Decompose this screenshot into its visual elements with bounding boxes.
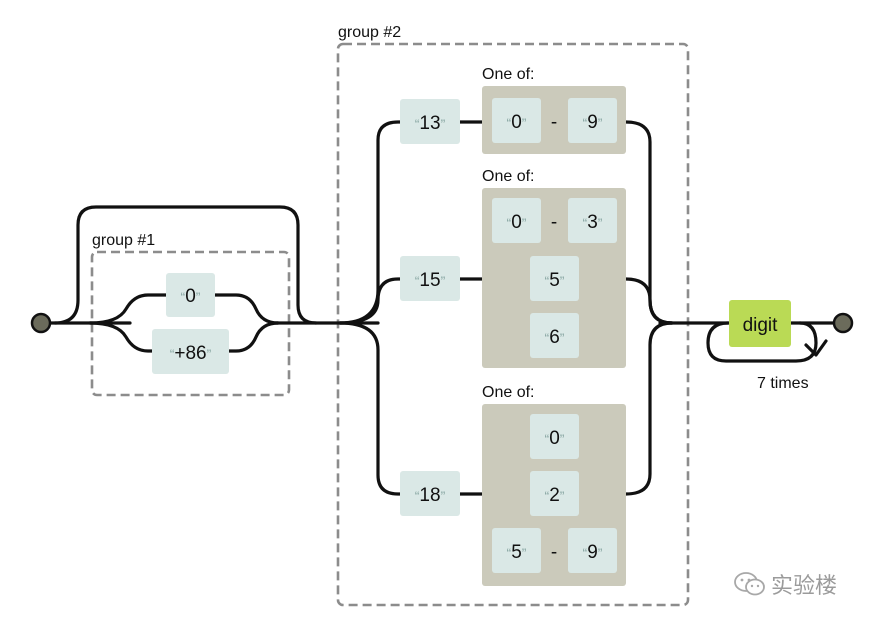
svg-text:“5”: “5”	[545, 270, 565, 291]
one-of-label-1: One of:	[482, 66, 534, 83]
digit-terminal: digit	[729, 300, 791, 347]
svg-text:“5”: “5”	[507, 542, 527, 563]
char-class-3: “0” “2” “5” - “9”	[482, 404, 626, 586]
prefix-15: “15”	[400, 256, 460, 301]
svg-text:“3”: “3”	[583, 212, 603, 233]
svg-text:“2”: “2”	[545, 485, 565, 506]
svg-text:digit: digit	[743, 315, 779, 336]
wechat-icon	[734, 572, 765, 596]
one-of-label-3: One of:	[482, 384, 534, 401]
svg-text:“0”: “0”	[507, 112, 527, 133]
svg-text:“9”: “9”	[583, 112, 603, 133]
wires	[38, 120, 844, 496]
svg-text:“0”: “0”	[545, 428, 565, 449]
prefix-13: “13”	[400, 99, 460, 144]
svg-text:“15”: “15”	[415, 270, 446, 291]
svg-text:“0”: “0”	[507, 212, 527, 233]
one-of-label-2: One of:	[482, 168, 534, 185]
char-class-2: “0” - “3” “5” “6”	[482, 188, 626, 368]
svg-text:-: -	[551, 112, 557, 133]
svg-text:“9”: “9”	[583, 542, 603, 563]
literal-0: “0”	[166, 273, 215, 317]
svg-text:“13”: “13”	[415, 113, 446, 134]
end-node	[832, 312, 854, 334]
svg-text:“6”: “6”	[545, 327, 565, 348]
svg-text:-: -	[551, 542, 557, 563]
repeat-label: 7 times	[757, 375, 809, 392]
start-node	[30, 312, 52, 334]
svg-text:“+86”: “+86”	[170, 343, 212, 364]
prefix-18: “18”	[400, 471, 460, 516]
group-1-label: group #1	[92, 232, 155, 249]
group-2-label: group #2	[338, 24, 401, 41]
watermark-text: 实验楼	[771, 574, 838, 599]
svg-text:“18”: “18”	[415, 485, 446, 506]
watermark: 实验楼	[733, 568, 837, 600]
svg-text:-: -	[551, 212, 557, 233]
svg-text:“0”: “0”	[181, 286, 201, 307]
char-class-1: “0” - “9”	[482, 86, 626, 154]
literal-plus86: “+86”	[152, 329, 229, 374]
